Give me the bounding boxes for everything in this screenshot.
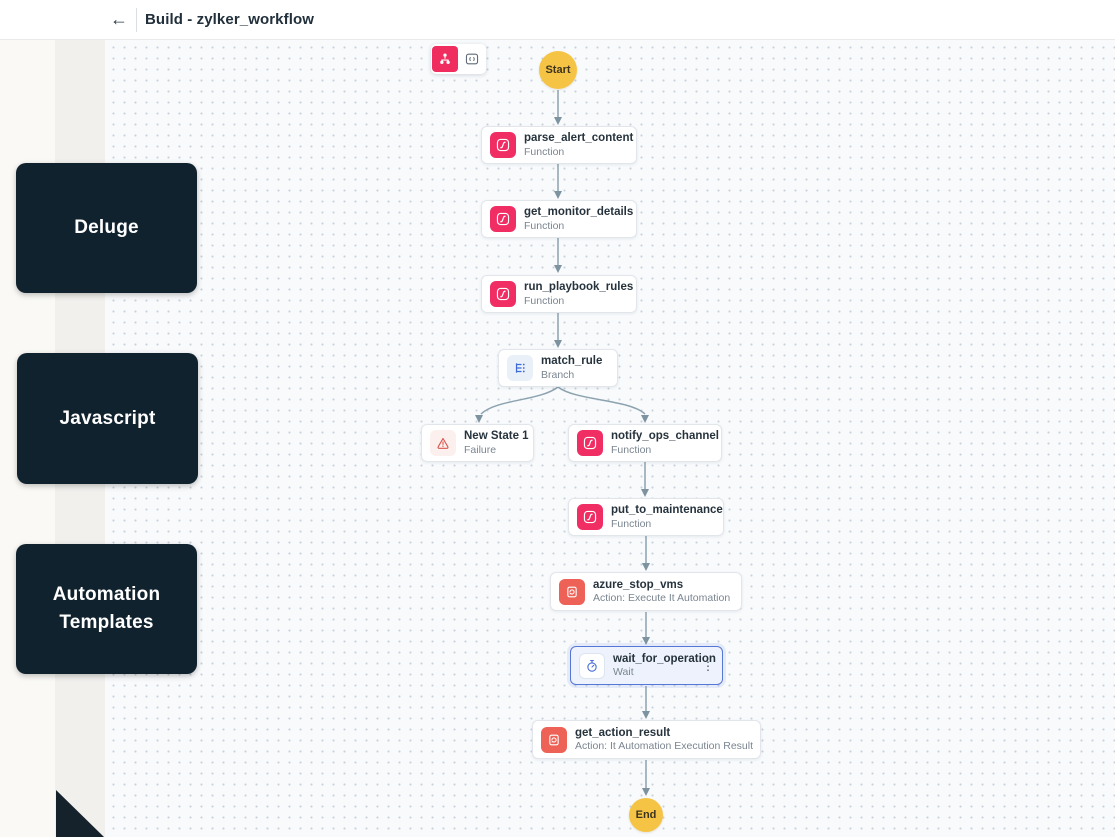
page-title: Build - zylker_workflow: [145, 11, 314, 28]
function-icon: [577, 430, 603, 456]
node-run-playbook-rules[interactable]: run_playbook_rules Function: [481, 275, 637, 313]
code-view-icon: [463, 50, 481, 68]
node-title: run_playbook_rules: [524, 281, 634, 294]
node-subtitle: Action: It Automation Execution Result: [575, 740, 754, 753]
function-icon: [490, 281, 516, 307]
node-subtitle: Function: [524, 145, 565, 158]
view-toggle-toolbar: [431, 44, 486, 74]
end-node[interactable]: End: [629, 798, 663, 832]
header-divider: [136, 7, 137, 32]
node-subtitle: Function: [524, 219, 565, 232]
node-subtitle: Function: [611, 443, 652, 456]
failure-warning-icon: [430, 430, 456, 456]
node-subtitle: Function: [611, 517, 652, 530]
side-label-deluge: Deluge: [16, 163, 197, 293]
node-subtitle: Function: [524, 294, 565, 307]
node-subtitle: Failure: [464, 443, 497, 456]
node-notify-ops-channel[interactable]: notify_ops_channel Function: [568, 424, 722, 462]
node-new-state-1[interactable]: New State 1 Failure: [421, 424, 534, 462]
node-get-action-result[interactable]: get_action_result Action: It Automation …: [532, 720, 761, 759]
side-label-javascript: Javascript: [17, 353, 198, 484]
automation-action-icon: [559, 578, 585, 605]
node-azure-stop-vms[interactable]: azure_stop_vms Action: Execute It Automa…: [550, 572, 742, 611]
code-view-button[interactable]: [459, 46, 485, 72]
node-title: parse_alert_content: [524, 132, 634, 145]
function-icon: [490, 206, 516, 232]
node-parse-alert-content[interactable]: parse_alert_content Function: [481, 126, 637, 164]
workflow-canvas[interactable]: [105, 39, 1115, 837]
node-wait-for-operation[interactable]: wait_for_operation Wait ⋮: [570, 646, 723, 685]
node-put-to-maintenance[interactable]: put_to_maintenance Function: [568, 498, 724, 536]
node-menu-kebab-icon[interactable]: ⋮: [702, 658, 714, 673]
node-title: azure_stop_vms: [593, 578, 684, 591]
branch-icon: [507, 355, 533, 381]
node-subtitle: Branch: [541, 368, 575, 381]
node-title: wait_for_operation: [613, 652, 716, 665]
node-title: match_rule: [541, 355, 603, 368]
node-title: get_action_result: [575, 726, 671, 739]
automation-action-icon: [541, 726, 567, 753]
function-icon: [490, 132, 516, 158]
node-title: get_monitor_details: [524, 206, 634, 219]
org-chart-icon: [436, 50, 454, 68]
node-match-rule[interactable]: match_rule Branch: [498, 349, 618, 387]
node-title: New State 1: [464, 430, 529, 443]
start-node[interactable]: Start: [539, 51, 577, 89]
node-get-monitor-details[interactable]: get_monitor_details Function: [481, 200, 637, 238]
header-bar: ← Build - zylker_workflow: [0, 0, 1115, 40]
node-title: notify_ops_channel: [611, 430, 719, 443]
side-label-automation-templates: Automation Templates: [16, 544, 197, 674]
wait-timer-icon: [579, 652, 605, 679]
node-subtitle: Wait: [613, 666, 634, 679]
node-title: put_to_maintenance: [611, 504, 723, 517]
node-subtitle: Action: Execute It Automation: [593, 592, 731, 605]
function-icon: [577, 504, 603, 530]
back-button[interactable]: ←: [104, 5, 134, 35]
workflow-view-button[interactable]: [432, 46, 458, 72]
